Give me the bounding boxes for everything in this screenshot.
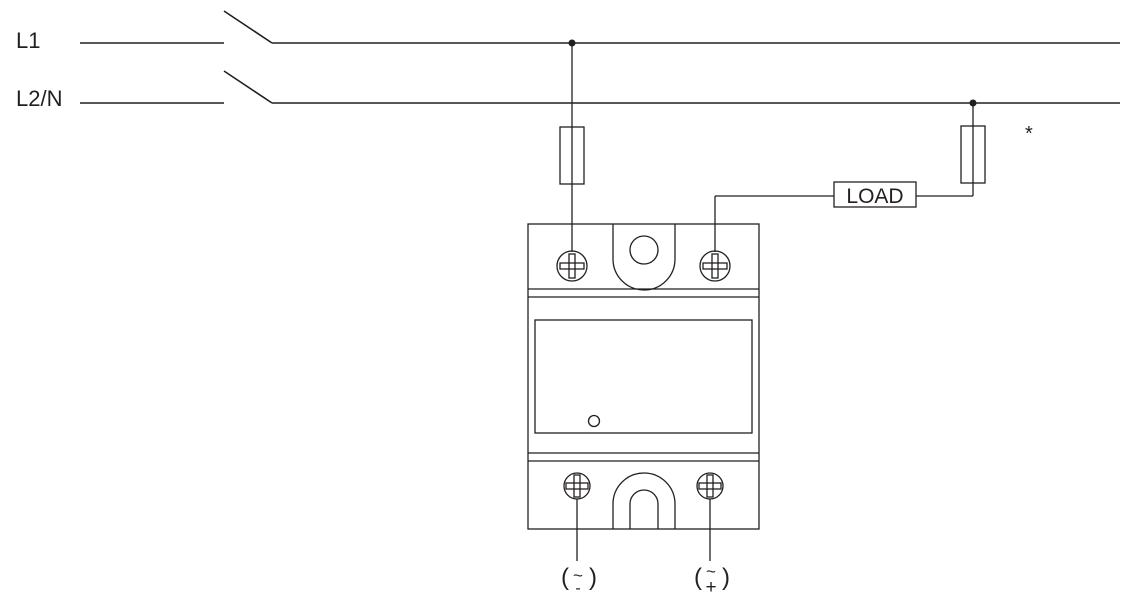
right-branch: LOAD [714,103,986,252]
note-asterisk: * [1025,123,1033,145]
control-terminal-positive: ( ) ~ + [694,562,730,598]
screw-terminal-top-right-icon [699,250,731,282]
control-positive-tilde: ~ [706,562,716,581]
svg-text:(: ( [561,564,569,591]
control-terminal-negative: ( ) ~ - [561,564,597,597]
solid-state-relay [527,223,760,530]
indicator-led-icon [587,414,601,428]
load-box [833,181,917,208]
line-l1 [80,10,1120,44]
relay-label-window [534,319,753,434]
line-l2n [80,70,1120,104]
screw-terminal-bottom-right-icon [696,472,724,500]
svg-text:): ) [589,564,597,591]
l1-switch-blade [223,10,273,44]
line-l2n-label: L2/N [16,86,62,111]
load-label: LOAD [846,185,903,208]
bottom-mounting-slot [612,472,676,529]
screw-terminal-top-left-icon [556,250,588,282]
top-mounting-hole-icon [629,235,659,265]
top-mounting-slot [612,224,676,291]
control-negative-tilde: ~ [573,566,583,585]
line-l1-label: L1 [16,28,40,53]
control-negative-sign: - [575,580,580,597]
control-positive-sign: + [705,577,716,598]
screw-terminal-bottom-left-icon [563,472,591,500]
svg-text:(: ( [694,564,702,591]
left-branch [559,43,585,252]
l2n-switch-blade [223,70,273,104]
svg-text:): ) [722,564,730,591]
relay-outline [527,223,760,530]
